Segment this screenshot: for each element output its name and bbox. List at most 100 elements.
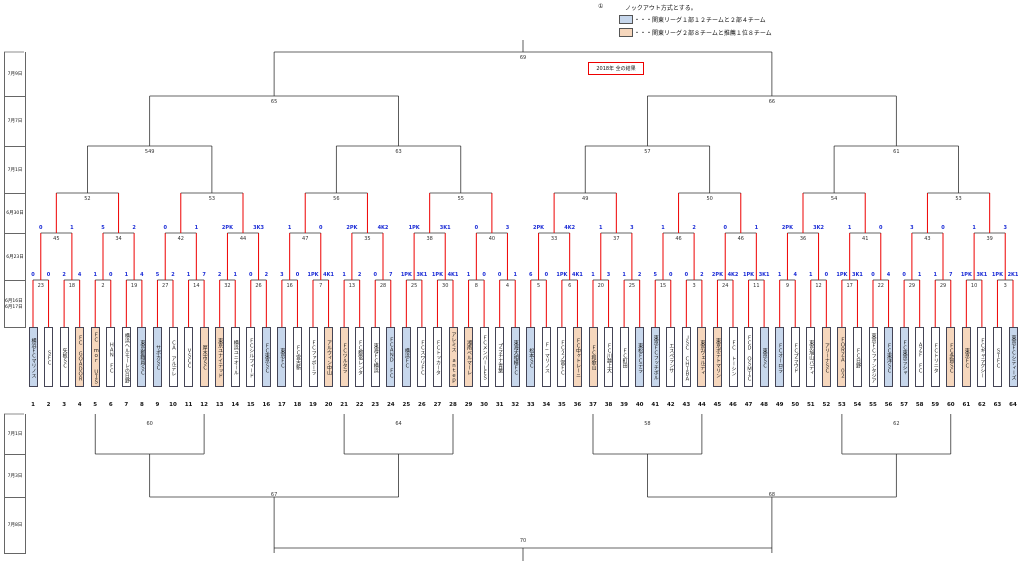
- team-number: 24: [386, 402, 395, 408]
- match-score: 4: [793, 272, 797, 278]
- team-number: 44: [698, 402, 706, 408]
- match-number: 17: [846, 283, 853, 289]
- date-cell: 7月1日: [4, 414, 26, 455]
- team-number: 30: [480, 402, 488, 408]
- team-name: ＦＣＡＮＤ ＦＣ: [386, 327, 396, 387]
- match-number: 34: [115, 236, 122, 242]
- match-score: 3K1: [439, 225, 451, 231]
- match-score: 0: [31, 272, 35, 278]
- match-score: 3: [505, 225, 510, 231]
- team-name: サポカＳＣ: [152, 327, 162, 387]
- team-name: ＦＣ町田: [619, 327, 629, 387]
- date-cell: 7月8日: [4, 497, 26, 554]
- match-score: 2: [132, 225, 136, 231]
- team-name: 東京ＦＣフッチボル: [650, 327, 660, 387]
- match-score: 0: [482, 272, 486, 278]
- team-name: ＦＣ中ヶトレーニ: [572, 327, 582, 387]
- match-number: 4: [505, 283, 510, 289]
- team-number: 5: [93, 402, 98, 408]
- match-number: 14: [193, 283, 200, 289]
- team-number: 22: [355, 402, 364, 408]
- match-score: 2: [217, 272, 222, 278]
- match-score: 5: [653, 272, 657, 278]
- header-rule-text: ノックアウト方式とする。: [625, 5, 697, 12]
- team-number: 58: [915, 402, 924, 408]
- match-number: 45: [53, 236, 60, 242]
- match-score: 4: [77, 272, 82, 278]
- team-number: 40: [635, 402, 644, 408]
- match-number: 20: [597, 283, 604, 289]
- match-score: 2PK: [711, 272, 723, 278]
- match-number: 8: [474, 283, 478, 289]
- match-number: 38: [426, 236, 433, 242]
- team-name: ＦＣトリニタ: [930, 327, 940, 387]
- match-score: 1: [599, 225, 603, 231]
- match-score: 1PK: [991, 272, 1003, 278]
- match-number: 65: [270, 99, 278, 105]
- team-number: 25: [402, 402, 411, 408]
- match-score: 2: [637, 272, 642, 278]
- match-number: 56: [333, 196, 340, 202]
- date-cell: 6月23日: [4, 233, 26, 281]
- match-score: 2PK: [221, 225, 233, 231]
- match-number: 33: [550, 236, 558, 242]
- match-score: 1: [661, 225, 665, 231]
- match-score: 1PK: [556, 272, 568, 278]
- match-score: 1: [342, 272, 346, 278]
- match-number: 57: [644, 149, 651, 155]
- team-number: 32: [511, 402, 520, 408]
- team-name: 東海ＦＣ横浜: [370, 327, 380, 387]
- match-score: 0: [669, 272, 673, 278]
- match-score: 1: [194, 225, 199, 231]
- match-score: 2PK: [781, 225, 793, 231]
- team-number: 4: [77, 402, 82, 408]
- match-score: 2: [700, 272, 704, 278]
- match-score: 3K2: [813, 225, 824, 231]
- team-name: 東海大相模ＦＣ: [510, 327, 520, 387]
- team-number: 15: [246, 402, 255, 408]
- team-number: 7: [124, 402, 129, 408]
- team-number: 31: [495, 402, 504, 408]
- match-number: 15: [659, 283, 667, 289]
- match-score: 0: [249, 272, 253, 278]
- match-score: 4: [140, 272, 144, 278]
- team-name: ＦＣ ｍｏｒ ＵＩＳ: [90, 327, 100, 387]
- match-score: 2: [357, 272, 362, 278]
- match-number: 16: [286, 283, 293, 289]
- match-number: 50: [706, 196, 713, 202]
- team-number: 33: [526, 402, 535, 408]
- team-number: 54: [853, 402, 862, 408]
- match-number: 53: [208, 196, 216, 202]
- team-name: ＶＳＣＣ: [184, 327, 194, 387]
- match-score: 0: [871, 272, 875, 278]
- team-number: 49: [775, 402, 784, 408]
- match-number: 35: [364, 236, 371, 242]
- team-name: 横浜ＦＣ: [401, 327, 411, 387]
- team-number: 50: [791, 402, 800, 408]
- match-number: 52: [84, 196, 91, 202]
- team-name: ＦＣトッカータ: [432, 327, 442, 387]
- legend-label: ・・・関東リーグ１部１２チームと２部４チーム: [634, 17, 766, 24]
- match-score: 1: [917, 272, 922, 278]
- match-score: 1PK: [431, 272, 443, 278]
- team-name: 東京ＳＣ: [759, 327, 769, 387]
- match-number: 9: [785, 283, 790, 289]
- match-number: 61: [893, 149, 900, 155]
- match-score: 4K2: [564, 225, 576, 231]
- match-number: 12: [815, 283, 822, 289]
- team-name: ＣＡ アルデレ: [168, 327, 178, 387]
- match-score: 2PK: [533, 225, 545, 231]
- match-score: 2PK: [346, 225, 358, 231]
- match-number: 43: [924, 236, 931, 242]
- result-label: 2018年 全の結果: [588, 62, 644, 75]
- match-number: 13: [348, 283, 356, 289]
- team-number: 1: [31, 402, 35, 408]
- team-name: 松本ＳＣ: [526, 327, 536, 387]
- match-number: 7: [319, 283, 323, 289]
- match-score: 1: [466, 272, 471, 278]
- team-name: ＦＣスワリＦＣ: [417, 327, 427, 387]
- team-number: 29: [464, 402, 473, 408]
- match-number: 10: [970, 283, 978, 289]
- match-number: 68: [768, 492, 776, 498]
- team-number: 14: [231, 402, 240, 408]
